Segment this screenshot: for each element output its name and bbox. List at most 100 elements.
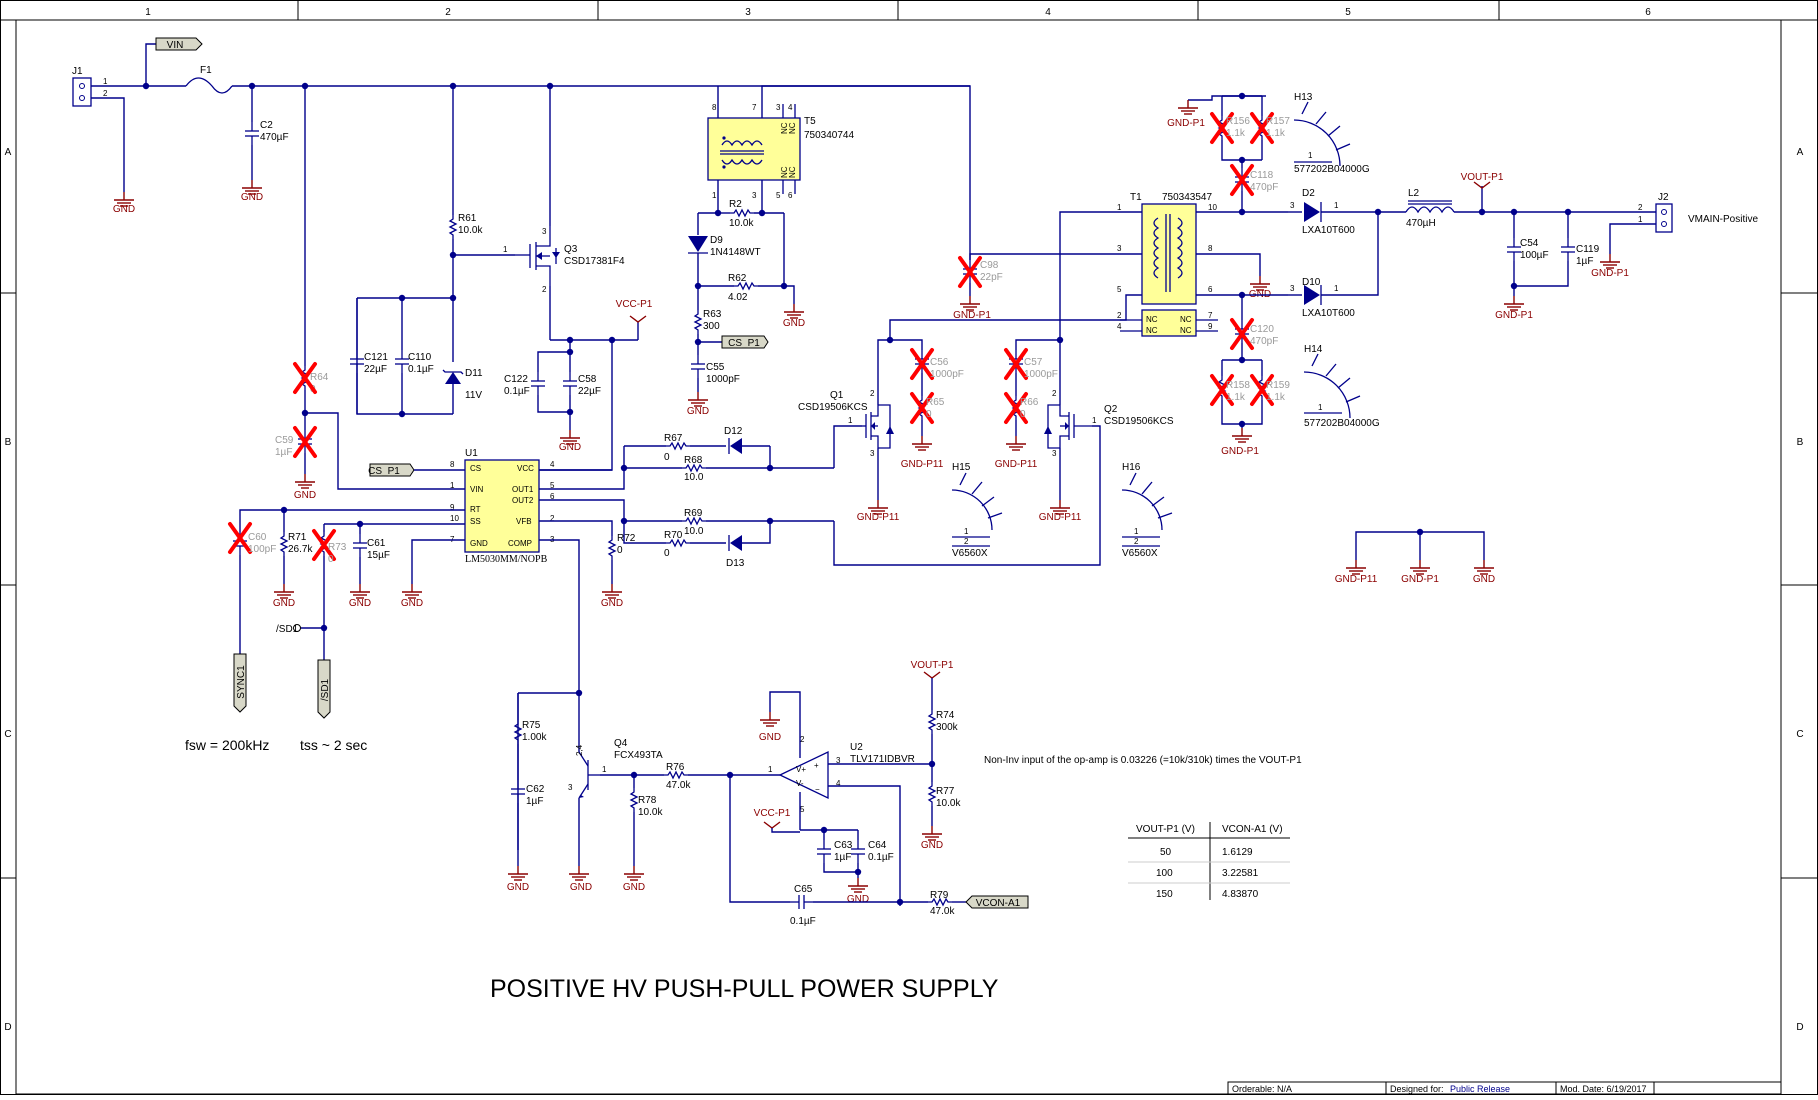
d11-zener	[442, 369, 464, 384]
svg-text:V-: V-	[796, 779, 804, 788]
cs-p1-flag-b-label: CS_P1	[728, 338, 760, 349]
u2-label: U2	[850, 742, 863, 753]
sd1-flag	[317, 659, 331, 719]
r78-label: R78	[638, 795, 657, 806]
u1-pin-vin: VIN	[470, 485, 484, 494]
svg-text:2: 2	[1638, 203, 1643, 212]
cs-p1-flag-a-label: CS_P1	[368, 466, 400, 477]
svg-text:9: 9	[1208, 322, 1213, 331]
vcc-p1-flag-a: VCC-P1	[616, 299, 653, 310]
c122-label: C122	[504, 374, 528, 385]
svg-text:2: 2	[542, 285, 547, 294]
r72-value: 0	[617, 545, 623, 556]
ground-tie: GND-P11 GND-P1 GND	[1335, 528, 1495, 585]
r73-label: R73	[328, 542, 347, 553]
svg-text:3: 3	[542, 227, 547, 236]
frame-row-c: C	[4, 729, 11, 740]
c57-value: 1000pF	[1024, 369, 1058, 380]
t5-aux-transformer: T5 750340744 NC NC NC NC 8 7 3 4 1 3 5 6	[707, 85, 971, 260]
u1-label: U1	[465, 448, 478, 459]
svg-text:4: 4	[788, 103, 793, 112]
c62-label: C62	[526, 784, 545, 795]
svg-text:2: 2	[800, 735, 805, 744]
heatsink-h13: H13 1 577202B04000G	[1293, 92, 1370, 175]
r70-label: R70	[664, 530, 683, 541]
c59-label: C59	[275, 435, 294, 446]
table-header-vout: VOUT-P1 (V)	[1136, 824, 1195, 835]
vout-p1-flag-b: VOUT-P1	[911, 660, 954, 671]
q1-label: Q1	[830, 390, 844, 401]
svg-text:1: 1	[712, 191, 717, 200]
r159-label: R159	[1266, 380, 1290, 391]
q3-value: CSD17381F4	[564, 256, 625, 267]
c120-value: 470pF	[1250, 336, 1278, 347]
gnd-p1-j2: GND-P1	[1591, 268, 1629, 279]
c58-value: 22µF	[578, 386, 601, 397]
svg-text:1: 1	[1117, 203, 1122, 212]
f1-label: F1	[200, 65, 212, 76]
h16-value: V6560X	[1122, 548, 1158, 559]
cs-p1-flag-a	[369, 463, 415, 477]
note-tss: tss ~ 2 sec	[300, 737, 367, 753]
svg-text:2: 2	[870, 389, 875, 398]
u1-pin-cs: CS	[470, 464, 481, 473]
svg-text:5: 5	[1117, 285, 1122, 294]
q2-mosfet	[1044, 404, 1092, 449]
d2-label: D2	[1302, 188, 1315, 199]
gnd-c64: GND	[847, 894, 869, 905]
svg-text:V+: V+	[796, 765, 806, 774]
r65-label: R65	[926, 397, 945, 408]
svg-text:4: 4	[836, 779, 841, 788]
r157-value: 1.1k	[1266, 128, 1286, 139]
r69-value: 10.0	[684, 526, 704, 537]
d9-diode	[688, 236, 708, 254]
svg-text:8: 8	[1208, 244, 1213, 253]
c64-value: 0.1µF	[868, 852, 894, 863]
h14-label: H14	[1304, 344, 1323, 355]
output-filter: L2 470µH VOUT-P1 C54 100µF GND-P1 C119 1…	[1378, 172, 1758, 321]
svg-text:2: 2	[1134, 537, 1139, 546]
r157-label: R157	[1266, 116, 1290, 127]
t5-nc-4: NC	[788, 166, 797, 178]
svg-text:4: 4	[550, 460, 555, 469]
sheet-title: POSITIVE HV PUSH-PULL POWER SUPPLY	[490, 975, 999, 1003]
c58-label: C58	[578, 374, 597, 385]
svg-text:1: 1	[1134, 527, 1139, 536]
d10-value: LXA10T600	[1302, 308, 1355, 319]
svg-text:6: 6	[550, 492, 555, 501]
c63-value: 1µF	[834, 852, 851, 863]
t5-label: T5	[804, 116, 816, 127]
gnd-tie-gnd: GND	[1473, 574, 1495, 585]
t1-nc-1: NC	[1146, 315, 1158, 324]
gnd-p11-r65: GND-P11	[901, 459, 944, 470]
c118-label: C118	[1250, 170, 1274, 181]
d12-label: D12	[724, 426, 743, 437]
sd1-flag-label: /SD1	[320, 678, 331, 701]
gnd-p1-snub-bottom: GND-P1	[1221, 446, 1259, 457]
r2-label: R2	[729, 199, 742, 210]
r79-label: R79	[930, 890, 949, 901]
t1-value: 750343547	[1162, 192, 1212, 203]
c60-value: 100pF	[248, 544, 276, 555]
cs-p1-flag-b	[721, 335, 769, 349]
svg-text:3: 3	[836, 756, 841, 765]
frame-row-b-right: B	[1797, 437, 1804, 448]
table-row1-vcon: 1.6129	[1222, 847, 1253, 858]
u1-pin-out1: OUT1	[512, 485, 534, 494]
r63-value: 300	[703, 321, 720, 332]
svg-text:3: 3	[568, 783, 573, 792]
h15-value: V6560X	[952, 548, 988, 559]
vin-flag-label: VIN	[167, 40, 184, 51]
d13-label: D13	[726, 558, 745, 569]
gnd-tie-p1: GND-P1	[1401, 574, 1439, 585]
svg-text:8: 8	[712, 103, 717, 112]
t1-nc-2: NC	[1146, 326, 1158, 335]
frame-row-a: A	[5, 147, 12, 158]
h13-value: 577202B04000G	[1294, 164, 1370, 175]
c62-value: 1µF	[526, 796, 543, 807]
h14-value: 577202B04000G	[1304, 418, 1380, 429]
r72-label: R72	[617, 533, 636, 544]
note-opamp: Non-Inv input of the op-amp is 0.03226 (…	[984, 755, 1302, 766]
vout-p1-flag-a: VOUT-P1	[1461, 172, 1504, 183]
